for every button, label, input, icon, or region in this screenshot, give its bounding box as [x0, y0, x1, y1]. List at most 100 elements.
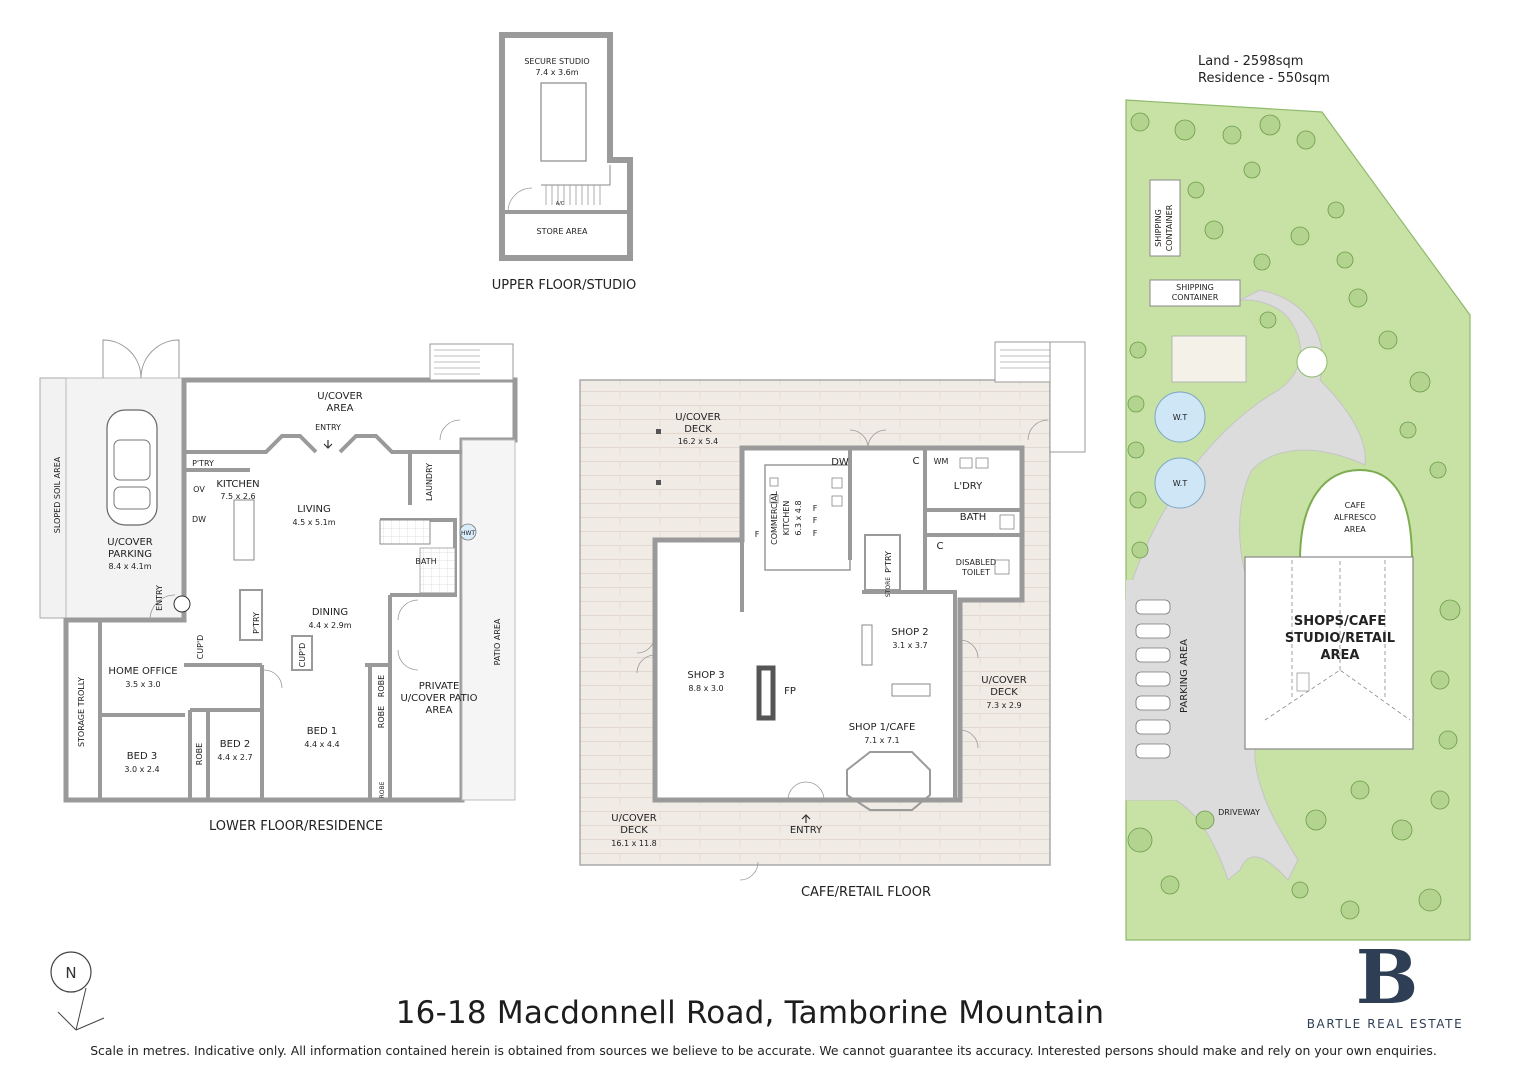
lower-robe3-label: ROBE — [377, 706, 386, 728]
lower-living-dim: 4.5 x 5.1m — [292, 518, 335, 527]
lower-robe1-label: ROBE — [195, 743, 204, 765]
lower-bed3-dim: 3.0 x 2.4 — [124, 765, 159, 774]
lower-ptry2-label: P'TRY — [252, 612, 261, 634]
lower-dining-label: DINING — [312, 607, 348, 618]
residence-area: Residence - 550sqm — [1198, 71, 1330, 86]
upper-studio-label: SECURE STUDIO — [524, 57, 589, 66]
cafe-deck-bl-label: U/COVER — [611, 813, 657, 824]
car-icon — [106, 409, 158, 526]
lower-patio-label: PRIVATE — [419, 681, 460, 692]
lower-office-label: HOME OFFICE — [108, 666, 177, 677]
cafe-entry-label: ENTRY — [790, 825, 823, 836]
lower-kitchen-dim: 7.5 x 2.6 — [220, 492, 255, 501]
cafe-deck-top-dim: 16.2 x 5.4 — [678, 437, 718, 446]
lower-dw-label: DW — [192, 515, 206, 524]
cafe-disabled-label: DISABLED — [956, 558, 996, 567]
cafe-deck-r-label: U/COVER — [981, 675, 1027, 686]
lower-hwt-label: HWT — [461, 530, 475, 537]
cafe-ldry-label: L'DRY — [954, 481, 983, 492]
site-wt1-label: W.T — [1173, 413, 1188, 422]
cafe-deck-bl-label2: DECK — [620, 825, 648, 836]
lower-bed3-label: BED 3 — [127, 751, 157, 762]
north-compass-icon — [50, 951, 105, 1031]
cafe-shop3-label: SHOP 3 — [687, 670, 724, 681]
lower-kitchen-label: KITCHEN — [216, 479, 259, 490]
site-parking-label: PARKING AREA — [1179, 639, 1190, 713]
lower-side-entry-label: ENTRY — [155, 585, 164, 611]
cafe-c2-label: C — [937, 541, 944, 552]
lower-bed2-label: BED 2 — [220, 739, 250, 750]
upper-floor-caption: UPPER FLOOR/STUDIO — [492, 278, 637, 293]
lower-bed1-dim: 4.4 x 4.4 — [304, 740, 339, 749]
lower-robe4-label: ROBE — [379, 781, 386, 798]
lower-cupd2-label: CUP'D — [298, 643, 307, 668]
brand-logo-letter: B — [1356, 935, 1419, 1021]
cafe-fp-label: FP — [784, 686, 796, 697]
cafe-f1-label: F — [755, 530, 760, 539]
cafe-shop3-dim: 8.8 x 3.0 — [688, 684, 723, 693]
lower-robe2-label: ROBE — [377, 675, 386, 697]
lower-ucover-label: U/COVER — [317, 391, 363, 402]
compass-letter: N — [65, 964, 76, 982]
cafe-bath-label: BATH — [960, 512, 987, 523]
lower-parking-dim: 8.4 x 4.1m — [108, 562, 151, 571]
disclaimer-text: Scale in metres. Indicative only. All in… — [90, 1043, 1437, 1058]
site-driveway-label: DRIVEWAY — [1218, 808, 1260, 817]
site-shipping-h-label: SHIPPING — [1176, 283, 1214, 292]
lower-patio-label2: U/COVER PATIO — [400, 693, 477, 704]
site-shipping-h-label2: CONTAINER — [1172, 293, 1219, 302]
lower-office-dim: 3.5 x 3.0 — [125, 680, 160, 689]
cafe-wm-label: WM — [934, 457, 949, 466]
cafe-deck-r-dim: 7.3 x 2.9 — [986, 701, 1021, 710]
site-alfresco-label3: AREA — [1344, 525, 1366, 534]
upper-studio-dim: 7.4 x 3.6m — [535, 68, 578, 77]
cafe-c1-label: C — [913, 456, 920, 467]
lower-ov-label: OV — [193, 485, 205, 494]
cafe-deck-top-label: U/COVER — [675, 412, 721, 423]
cafe-dw-label: DW — [831, 457, 849, 468]
cafe-shop2-dim: 3.1 x 3.7 — [892, 641, 927, 650]
brand-name: BARTLE REAL ESTATE — [1306, 1017, 1464, 1031]
site-plan — [1125, 99, 1471, 941]
site-shipping-v-label2: CONTAINER — [1165, 204, 1174, 251]
cafe-deck-r-label2: DECK — [990, 687, 1018, 698]
lower-floor-plan — [39, 339, 518, 803]
cafe-comm-label2: KITCHEN — [782, 501, 791, 536]
cafe-floor-caption: CAFE/RETAIL FLOOR — [801, 885, 931, 900]
lower-living-label: LIVING — [297, 504, 331, 515]
lower-ucover-label2: AREA — [327, 403, 354, 414]
cafe-toilet-label: TOILET — [961, 568, 990, 577]
cafe-ptry-label: P'TRY — [884, 551, 893, 573]
cafe-comm-label: COMMERCIAL — [770, 491, 779, 545]
cafe-deck-top-label2: DECK — [684, 424, 712, 435]
site-area-info: Land - 2598sqm Residence - 550sqm — [1198, 53, 1330, 87]
lower-floor-caption: LOWER FLOOR/RESIDENCE — [209, 819, 383, 834]
cafe-shop1-dim: 7.1 x 7.1 — [864, 736, 899, 745]
cafe-f4-label: F — [813, 529, 818, 538]
cafe-shop2-label: SHOP 2 — [891, 627, 928, 638]
cafe-deck-bl-dim: 16.1 x 11.8 — [611, 839, 656, 848]
site-shops-label: SHOPS/CAFE — [1294, 614, 1386, 629]
lower-dining-dim: 4.4 x 2.9m — [308, 621, 351, 630]
lower-patio-area-label: PATIO AREA — [493, 618, 502, 665]
lower-bed2-dim: 4.4 x 2.7 — [217, 753, 252, 762]
site-alfresco-label2: ALFRESCO — [1334, 513, 1376, 522]
upper-floor-plan — [499, 32, 633, 261]
lower-ptry-label: P'TRY — [192, 459, 214, 468]
cafe-shop1-label: SHOP 1/CAFE — [849, 722, 916, 733]
property-address-title: 16-18 Macdonnell Road, Tamborine Mountai… — [395, 995, 1105, 1031]
lower-entry-label: ENTRY — [315, 423, 341, 432]
lower-trolly-label: STORAGE TROLLY — [77, 677, 86, 747]
lower-bath-label: BATH — [415, 557, 436, 566]
cafe-comm-dim: 6.3 x 4.8 — [794, 500, 803, 535]
cafe-f3-label: F — [813, 516, 818, 525]
cafe-store-label: STORE — [885, 577, 892, 597]
upper-ac-label: A/C — [556, 201, 565, 207]
lower-laundry-label: LAUNDRY — [425, 463, 434, 501]
site-shops-label2: STUDIO/RETAIL — [1285, 631, 1395, 646]
lower-cupd-label: CUP'D — [196, 635, 205, 660]
cafe-floor-plan — [579, 341, 1086, 881]
lower-bed1-label: BED 1 — [307, 726, 337, 737]
lower-parking-label2: PARKING — [108, 549, 152, 560]
